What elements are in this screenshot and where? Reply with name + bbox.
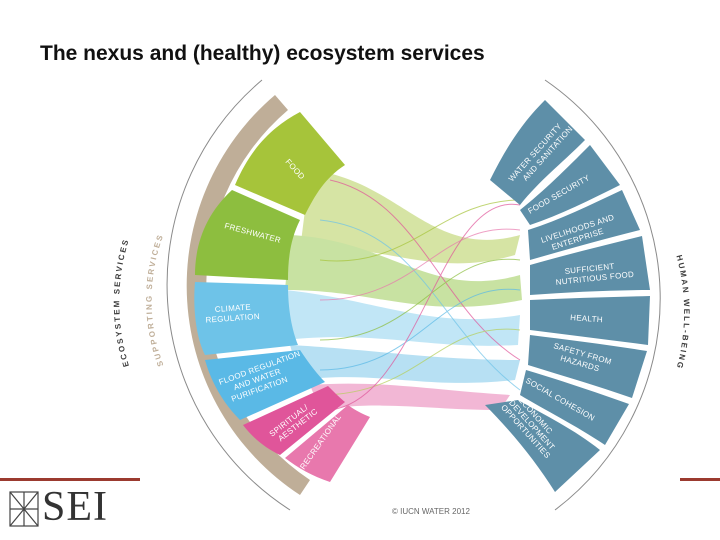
segment-sufficient-food — [530, 236, 650, 295]
supporting-services-ring — [186, 95, 310, 495]
segment-safety — [528, 335, 647, 398]
segment-food-security — [520, 145, 620, 225]
label-climate-regulation: CLIMATEREGULATION — [205, 302, 261, 325]
segment-freshwater — [195, 190, 300, 280]
segment-water-security — [490, 100, 585, 205]
segment-recreational — [285, 405, 370, 482]
segment-food — [235, 112, 345, 215]
sei-logo-text: SEI — [42, 484, 108, 530]
ribbon-freshwater — [285, 235, 522, 307]
ribbon-food — [300, 170, 520, 264]
supporting-services-ring-label: SUPPORTING SERVICES — [145, 232, 166, 368]
flow-ribbons — [285, 170, 522, 410]
right-segments — [485, 100, 650, 492]
left-segments — [194, 112, 370, 482]
segment-health — [530, 296, 650, 345]
left-outer-arc-line — [166, 79, 291, 511]
human-well-being-ring-label: HUMAN WELL-BEING — [674, 254, 691, 371]
footer-rule-right — [680, 478, 720, 481]
ribbon-flood — [290, 345, 520, 383]
segment-economic — [485, 400, 600, 492]
thin-flow-lines — [319, 179, 521, 411]
right-outer-arc-line — [544, 79, 661, 511]
segment-social-cohesion — [520, 370, 629, 445]
copyright-credit: © IUCN WATER 2012 — [392, 507, 470, 516]
slide-title: The nexus and (healthy) ecosystem servic… — [40, 42, 485, 65]
segment-livelihoods — [528, 190, 640, 260]
segment-climate-regulation — [194, 282, 298, 355]
ribbon-climate — [285, 290, 520, 346]
label-health: HEALTH — [570, 313, 603, 324]
ecosystem-services-ring-label: ECOSYSTEM SERVICES — [112, 237, 131, 368]
segment-flood-regulation — [205, 350, 325, 420]
footer-rule-left — [0, 478, 140, 481]
segment-spiritual-aesthetic — [243, 386, 345, 455]
sei-logo-mark — [9, 491, 39, 527]
